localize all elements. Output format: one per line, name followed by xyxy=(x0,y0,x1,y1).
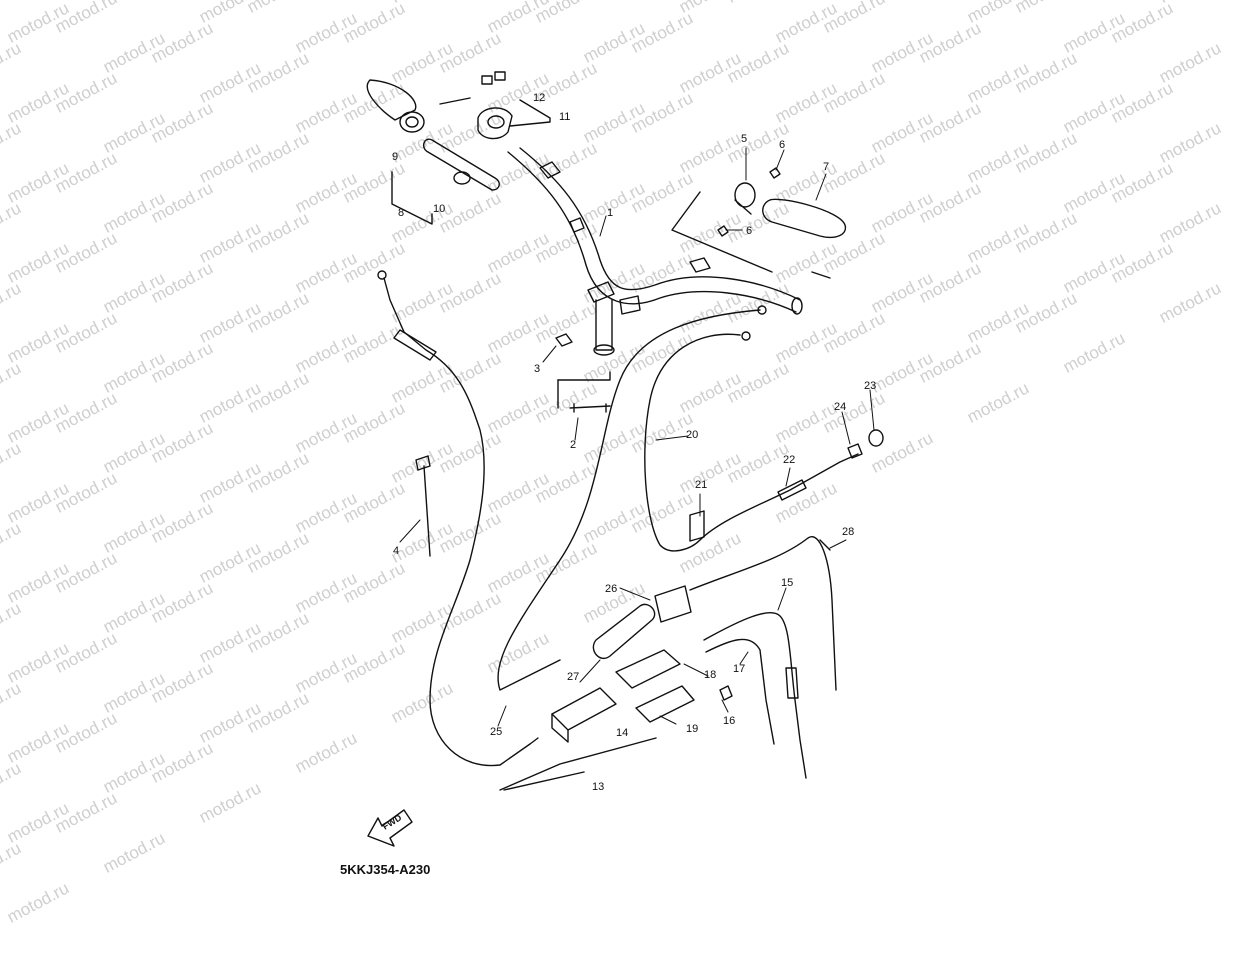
part-callout-18: 18 xyxy=(704,669,717,681)
blocks xyxy=(499,649,695,791)
cable-22 xyxy=(689,453,859,542)
cable-tie xyxy=(415,455,431,557)
part-callout-15: 15 xyxy=(781,577,794,589)
diagram-drawing xyxy=(366,71,884,847)
part-callout-4: 4 xyxy=(393,545,400,557)
part-callout-1: 1 xyxy=(607,207,614,219)
part-callout-8: 8 xyxy=(398,207,405,219)
part-callout-2: 2 xyxy=(570,439,577,451)
sleeve xyxy=(592,536,837,691)
left-grip-inner xyxy=(391,138,500,225)
part-callout-27: 27 xyxy=(567,671,580,683)
part-callout-6: 6 xyxy=(779,139,786,151)
part-callout-26: 26 xyxy=(605,583,618,595)
part-callout-21: 21 xyxy=(695,479,708,491)
part-callout-11: 11 xyxy=(559,111,571,123)
fwd-arrow xyxy=(367,809,413,847)
part-callout-5: 5 xyxy=(741,133,748,145)
part-callout-16: 16 xyxy=(723,715,736,727)
left-grip xyxy=(366,79,425,133)
cable-20 xyxy=(497,305,767,691)
part-callout-28: 28 xyxy=(842,526,855,538)
part-callout-24: 24 xyxy=(834,401,847,413)
part-callout-17: 17 xyxy=(733,663,746,675)
part-callout-25: 25 xyxy=(490,726,503,738)
right-grip xyxy=(671,167,847,279)
clamp-assembly xyxy=(555,281,641,413)
cables-15-17 xyxy=(703,612,807,779)
part-callout-9: 9 xyxy=(392,151,399,163)
fittings xyxy=(847,429,884,459)
part-callout-12: 12 xyxy=(533,92,546,104)
part-callout-19: 19 xyxy=(686,723,699,735)
leader-lines xyxy=(399,147,875,727)
part-callout-23: 23 xyxy=(864,380,877,392)
throttle-housing xyxy=(439,71,551,140)
part-callout-14: 14 xyxy=(616,727,629,739)
diagram-code: 5KKJ354-A230 xyxy=(340,862,431,877)
part-callout-7: 7 xyxy=(823,161,830,173)
cable-left xyxy=(377,270,539,767)
part-callout-3: 3 xyxy=(534,363,541,375)
part-callout-20: 20 xyxy=(686,429,699,441)
part-callout-10: 10 xyxy=(433,203,446,215)
part-callout-13: 13 xyxy=(592,781,605,793)
handlebar xyxy=(507,147,803,315)
part-callout-6: 6 xyxy=(746,225,753,237)
part-callout-22: 22 xyxy=(783,454,796,466)
